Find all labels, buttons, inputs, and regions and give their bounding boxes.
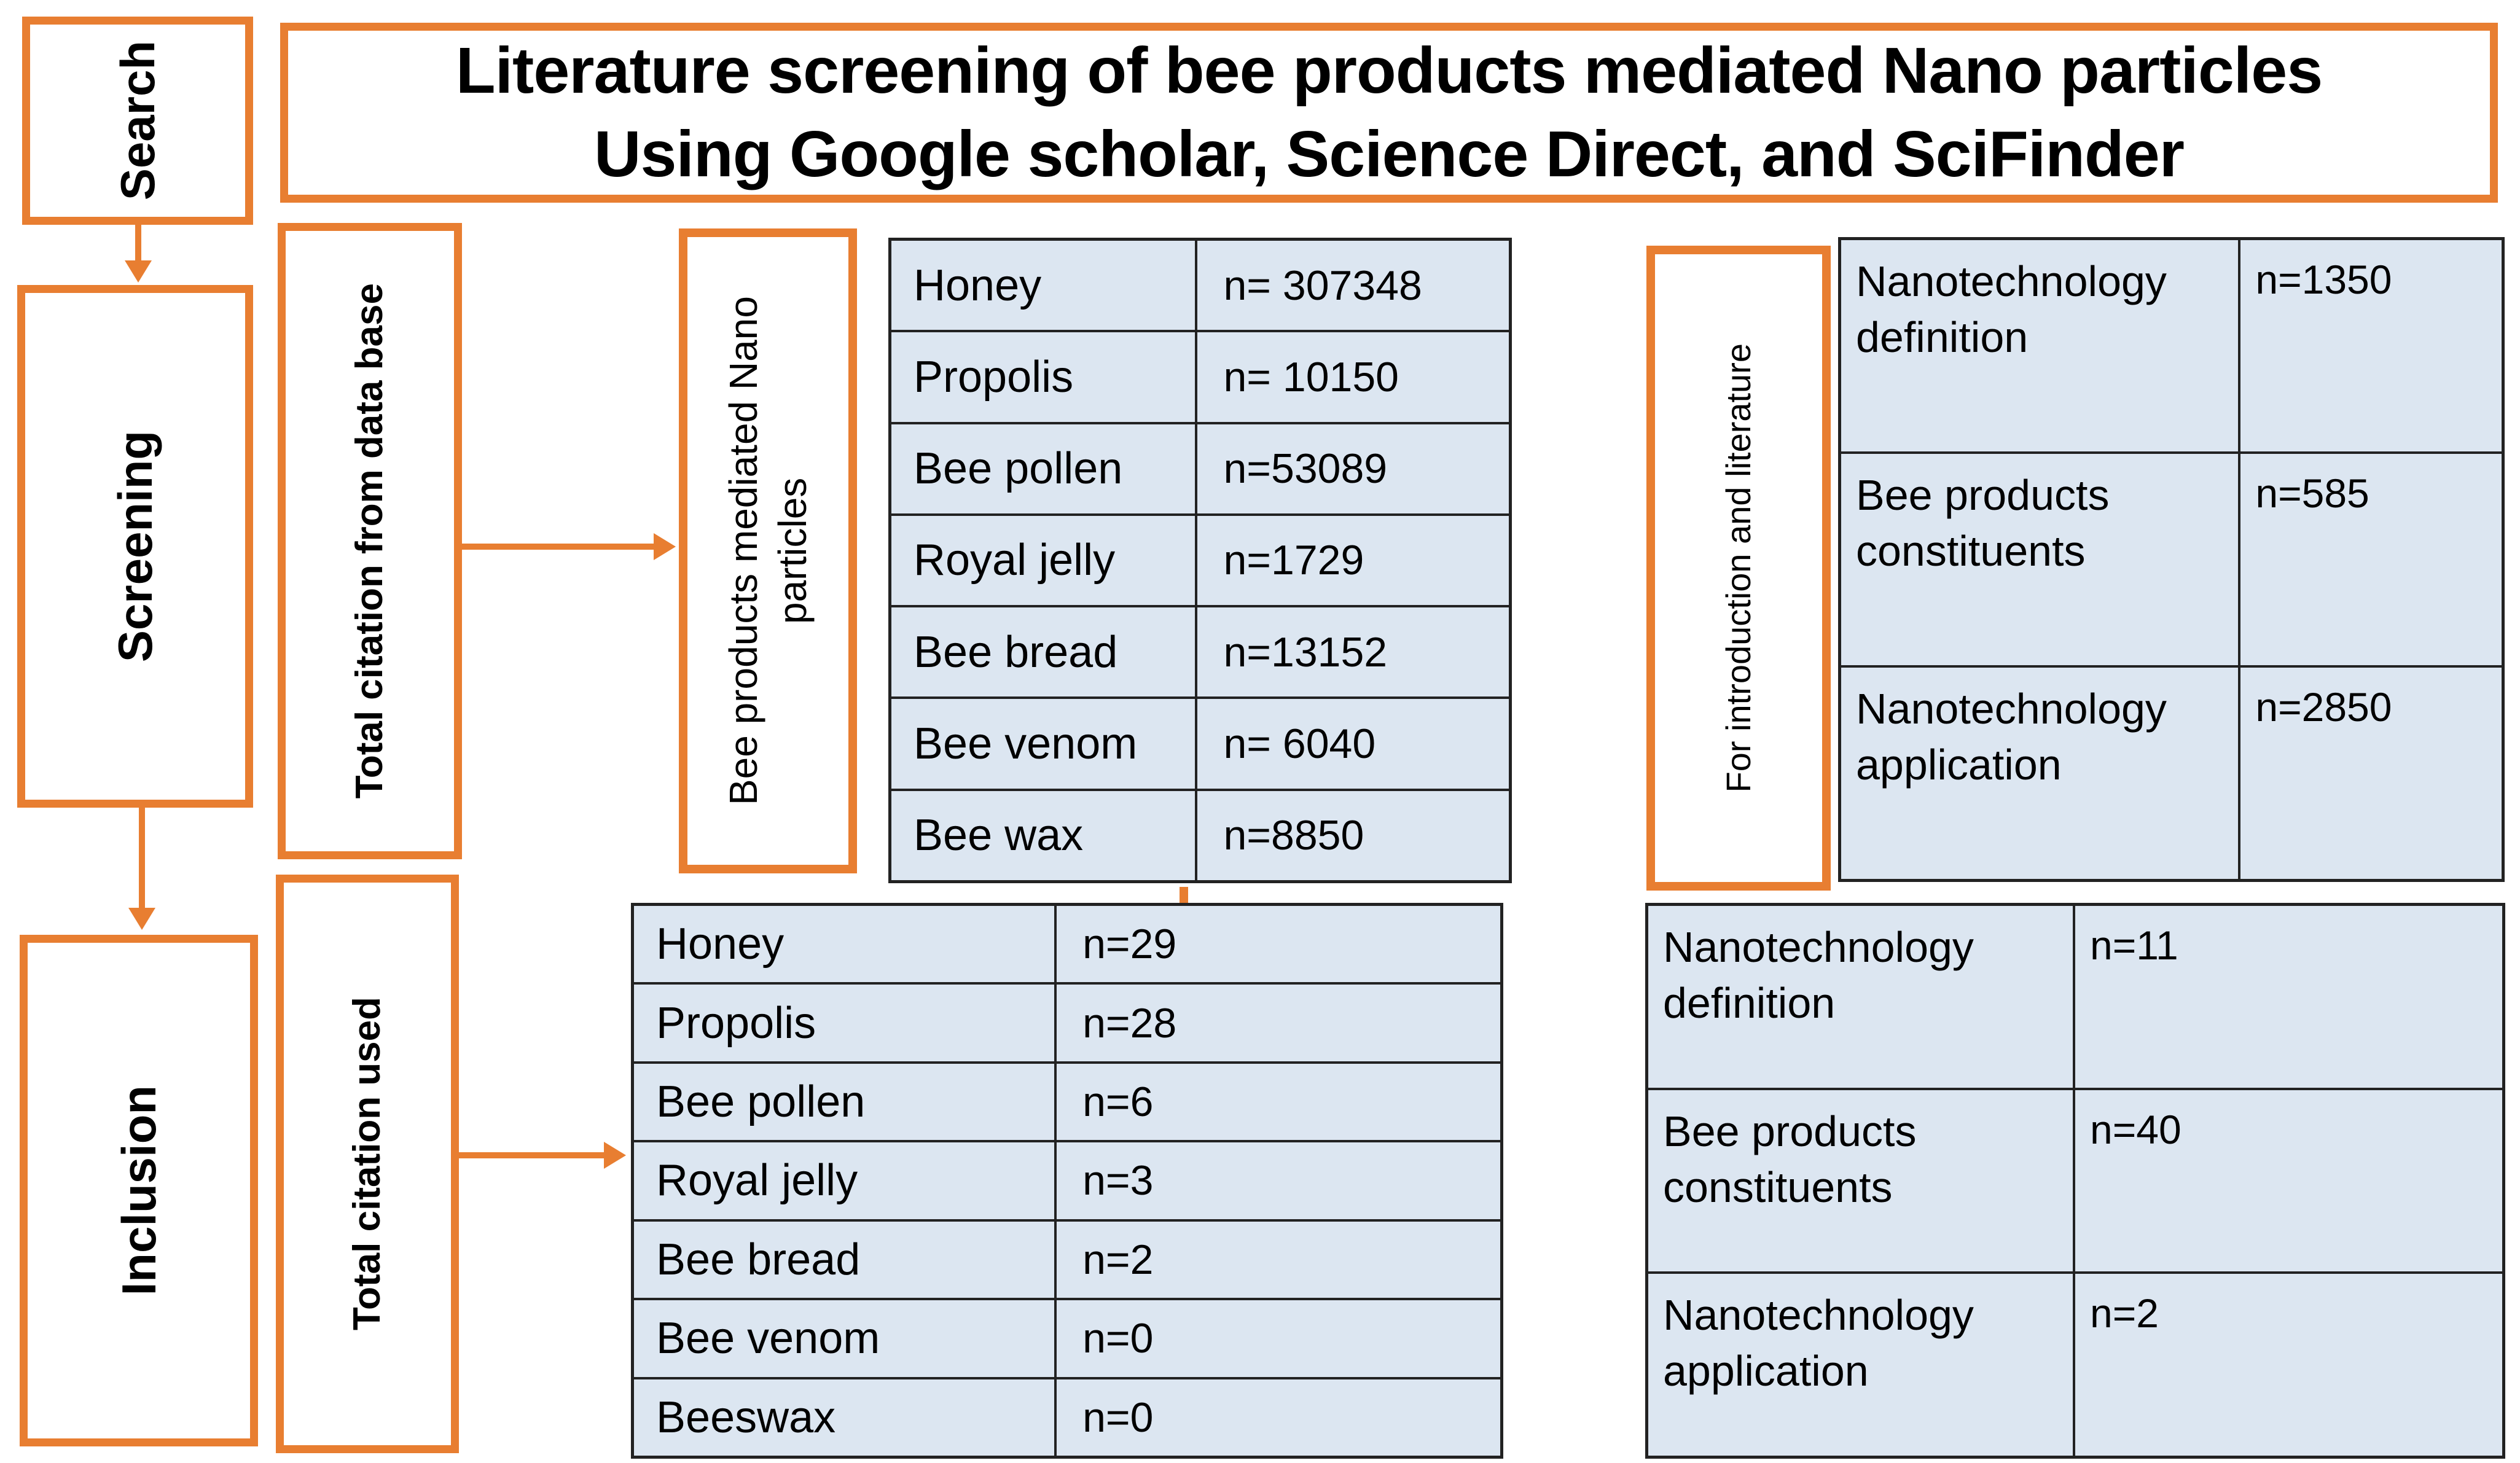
database-citations-table: Honey n= 307348 Propolis n= 10150 Bee po… [888,238,1512,883]
bee-products-mediated-box: Bee products mediated Nano particles [679,228,857,873]
table-row: Nanotechnology application n=2 [1648,1274,2502,1456]
table-cell-value: n=1350 [2255,257,2392,302]
table-row: Bee pollen n=6 [634,1063,1500,1143]
arrow-used-to-table-line [459,1152,605,1158]
table-cell-label: Nanotechnology application [1841,668,2241,879]
for-introduction-literature-label: For introduction and literature [1719,343,1758,793]
table-cell-label: Bee bread [891,607,1198,697]
table-cell-value: n=2850 [2255,684,2392,730]
table-cell-label: Bee products constituents [1648,1090,2075,1272]
stage-box-inclusion: Inclusion [20,935,258,1446]
arrow-screening-to-inclusion-line [139,808,145,909]
table-row: Nanotechnology application n=2850 [1841,668,2502,879]
table-cell-value: n=28 [1082,999,1177,1047]
table-cell-label: Bee venom [891,699,1198,789]
table-cell-label: Bee pollen [891,424,1198,513]
table-cell-value: n=29 [1082,921,1177,968]
table-cell-value: n=0 [1082,1394,1154,1441]
table-row: Bee products constituents n=40 [1648,1090,2502,1274]
total-citation-used-label: Total citation used [346,997,388,1331]
table-cell-label: Nanotechnology definition [1648,906,2075,1088]
arrow-database-to-beeproducts-line [462,544,655,550]
stage-label-screening: Screening [108,430,162,663]
table-row: Propolis n= 10150 [891,332,1509,424]
title-line-2: Using Google scholar, Science Direct, an… [594,117,2185,190]
table-cell-label: Beeswax [634,1379,1057,1456]
table-cell-value: n= 307348 [1223,262,1422,309]
stage-box-screening: Screening [17,285,253,808]
table-cell-label: Bee wax [891,790,1198,880]
table-cell-label: Propolis [634,985,1057,1061]
arrow-used-to-table-head [604,1142,626,1169]
arrow-search-to-screening-line [135,225,141,260]
table-cell-value: n=11 [2090,923,2178,968]
arrow-database-to-beeproducts-head [654,533,676,560]
table-cell-value: n=2 [2090,1290,2159,1336]
table-cell-value: n=13152 [1223,628,1388,676]
table-row: Bee bread n=13152 [891,607,1509,700]
table-row: Royal jelly n=1729 [891,515,1509,608]
table-cell-label: Bee bread [634,1221,1057,1298]
total-citation-database-label: Total citation from data base [348,283,391,799]
table-cell-value: n= 10150 [1223,353,1399,400]
table-cell-label: Honey [891,241,1198,330]
table-row: Nanotechnology definition n=11 [1648,906,2502,1090]
table-row: Honey n= 307348 [891,241,1509,333]
bee-products-mediated-label: Bee products mediated Nano particles [721,296,815,806]
table-row: Bee venom n= 6040 [891,699,1509,791]
table-cell-value: n=585 [2255,470,2369,516]
stage-label-inclusion: Inclusion [112,1085,166,1296]
table-cell-value: n=6 [1082,1079,1154,1126]
table-row: Bee wax n=8850 [891,790,1509,880]
table-cell-label: Bee venom [634,1300,1057,1377]
table-cell-label: Royal jelly [891,515,1198,606]
table-cell-value: n=2 [1082,1236,1154,1283]
total-citation-database-box: Total citation from data base [278,223,462,859]
table-cell-label: Royal jelly [634,1142,1057,1219]
arrow-screening-to-inclusion-head [128,908,155,930]
arrow-search-to-screening-head [125,260,152,283]
total-citation-used-box: Total citation used [276,875,459,1453]
table-row: Propolis n=28 [634,985,1500,1064]
table-cell-value: n=40 [2090,1106,2182,1152]
table-cell-value: n=3 [1082,1157,1154,1204]
table-row: Bee products constituents n=585 [1841,454,2502,668]
table-cell-value: n= 6040 [1223,720,1376,768]
title-box: Literature screening of bee products med… [280,23,2498,203]
table-row: Nanotechnology definition n=1350 [1841,240,2502,454]
stage-box-search: Search [22,17,253,225]
table-cell-label: Propolis [891,332,1198,422]
table-cell-label: Nanotechnology definition [1841,240,2241,451]
table-cell-label: Nanotechnology application [1648,1274,2075,1456]
title-line-1: Literature screening of bee products med… [455,34,2323,107]
table-row: Bee pollen n=53089 [891,424,1509,516]
table-connector-mark [1180,887,1188,904]
table-cell-value: n=0 [1082,1315,1154,1362]
table-cell-label: Bee products constituents [1841,454,2241,665]
table-cell-value: n=53089 [1223,445,1388,493]
table-cell-value: n=1729 [1223,537,1364,584]
used-citations-table: Honey n=29 Propolis n=28 Bee pollen n=6 … [631,903,1503,1459]
for-introduction-literature-box: For introduction and literature [1646,246,1831,891]
table-row: Honey n=29 [634,906,1500,985]
stage-label-search: Search [111,41,165,201]
table-row: Bee bread n=2 [634,1221,1500,1301]
intro-citations-table: Nanotechnology definition n=1350 Bee pro… [1838,237,2505,882]
table-cell-value: n=8850 [1223,812,1364,859]
table-cell-label: Bee pollen [634,1063,1057,1141]
table-row: Beeswax n=0 [634,1379,1500,1456]
intro-used-citations-table: Nanotechnology definition n=11 Bee produ… [1645,903,2505,1459]
table-row: Royal jelly n=3 [634,1142,1500,1222]
table-row: Bee venom n=0 [634,1300,1500,1379]
table-cell-label: Honey [634,906,1057,983]
